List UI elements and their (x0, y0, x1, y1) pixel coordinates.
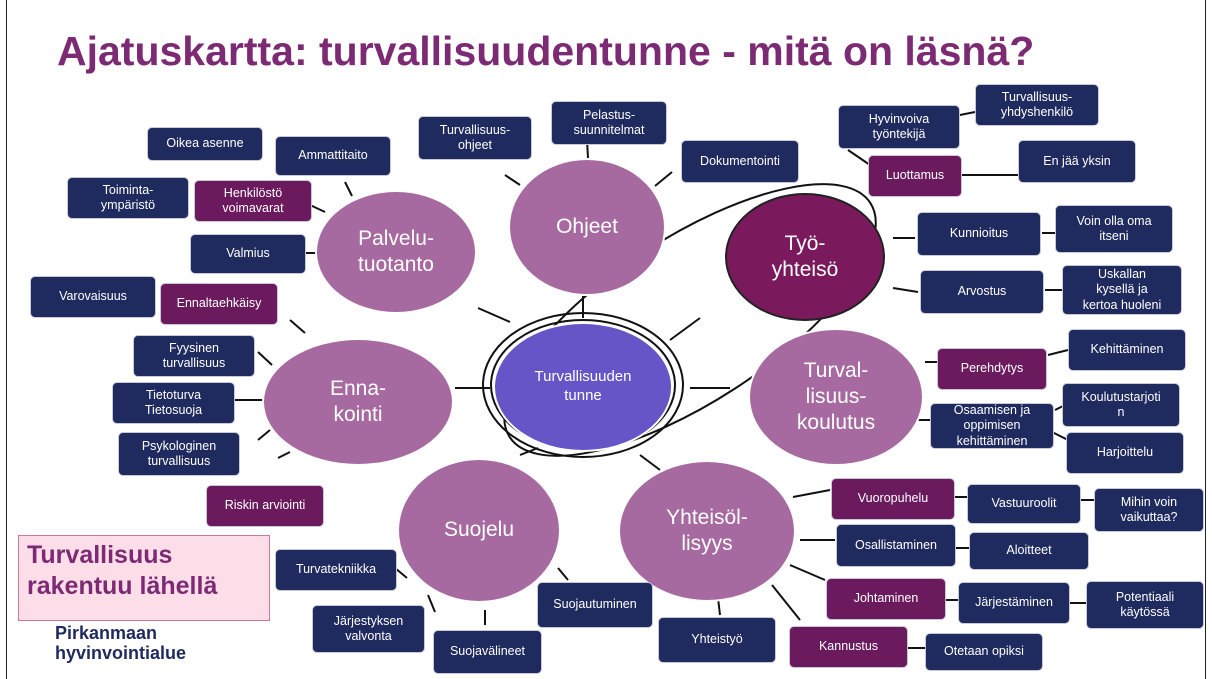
bubble-ohjeet: Ohjeet (508, 158, 666, 296)
box-otetaan-opiksi: Otetaan opiksi (925, 633, 1043, 671)
box-jarjestaminen: Järjestäminen (958, 582, 1070, 624)
bubble-turvallisuuden-tunne: Turvallisuuden tunne (493, 322, 673, 452)
box-hyvinvoiva-tyontekija: Hyvinvoiva työntekijä (838, 105, 960, 149)
slide-frame (6, 0, 1206, 679)
bubble-tyoyhteiso: Työ- yhteisö (725, 193, 885, 321)
box-osallistaminen: Osallistaminen (836, 524, 956, 567)
box-koulutustarjotin: Koulutustarjoti n (1062, 383, 1180, 427)
box-henkilosto-voimavarat: Henkilöstö voimavarat (194, 180, 312, 222)
box-arvostus: Arvostus (920, 270, 1044, 314)
box-ennaltaehkaisy: Ennaltaehkäisy (160, 283, 278, 325)
box-potentiaali-kaytossa: Potentiaali käytössä (1086, 581, 1204, 629)
box-kunnioitus: Kunnioitus (917, 212, 1041, 256)
bubble-turvallisuuskoulutus: Turval- lisuus- koulutus (748, 328, 924, 466)
box-riskin-arviointi: Riskin arviointi (206, 485, 324, 527)
box-vuoropuhelu: Vuoropuhelu (831, 478, 955, 520)
callout-turvallisuus-rakentuu: Turvallisuus rakentuu lähellä (18, 535, 270, 621)
box-turvatekniikka: Turvatekniikka (275, 549, 397, 591)
box-fyysinen-turvallisuus: Fyysinen turvallisuus (133, 335, 255, 377)
box-johtaminen: Johtaminen (826, 578, 946, 620)
box-psykologinen-turvallisuus: Psykologinen turvallisuus (118, 432, 240, 476)
box-mihin-voin-vaikuttaa: Mihin voin vaikuttaa? (1094, 488, 1204, 532)
bubble-suojelu: Suojelu (397, 458, 561, 603)
box-toimintaymparisto: Toiminta- ympäristö (67, 177, 189, 219)
box-osaamisen-kehittaminen: Osaamisen ja oppimisen kehittäminen (930, 403, 1054, 449)
organization-logo-text: Pirkanmaan hyvinvointialue (55, 623, 187, 663)
box-uskallan-kysella: Uskallan kysellä ja kertoa huoleni (1062, 265, 1182, 315)
box-turvallisuusyhdyshenkilo: Turvallisuus- yhdyshenkilö (975, 84, 1099, 126)
bubble-yhteisollisyys: Yhteisöl- lisyys (618, 460, 796, 602)
box-yhteistyo: Yhteistyö (658, 617, 776, 663)
box-en-jaa-yksin: En jää yksin (1018, 140, 1136, 183)
box-kehittaminen: Kehittäminen (1068, 329, 1186, 371)
box-tietoturva-tietosuoja: Tietoturva Tietosuoja (112, 382, 235, 424)
box-ammattitaito: Ammattitaito (275, 136, 391, 176)
box-kannustus: Kannustus (789, 626, 908, 668)
box-valmius: Valmius (190, 234, 306, 274)
box-vastuuroolit: Vastuuroolit (967, 484, 1081, 524)
box-aloitteet: Aloitteet (969, 532, 1089, 570)
box-luottamus: Luottamus (868, 155, 962, 197)
box-voin-olla-oma-itseni: Voin olla oma itseni (1055, 205, 1173, 253)
box-harjoittelu: Harjoittelu (1066, 432, 1184, 474)
box-suojautuminen: Suojautuminen (537, 582, 653, 628)
box-oikea-asenne: Oikea asenne (147, 127, 263, 161)
box-varovaisuus: Varovaisuus (30, 276, 156, 318)
bubble-ennakointi: Enna- kointi (262, 338, 454, 466)
box-turvallisuusohjeet: Turvallisuus- ohjeet (418, 116, 532, 160)
box-jarjestyksen-valvonta: Järjestyksen valvonta (312, 605, 425, 653)
slide-title: Ajatuskartta: turvallisuudentunne - mitä… (57, 28, 1035, 74)
box-suojavalineet: Suojavälineet (433, 630, 542, 674)
box-dokumentointi: Dokumentointi (681, 140, 799, 183)
bubble-palvelutuotanto: Palvelu- tuotanto (315, 190, 477, 314)
box-pelastussuunnitelmat: Pelastus- suunnitelmat (551, 101, 667, 145)
box-perehdytys: Perehdytys (937, 348, 1047, 390)
